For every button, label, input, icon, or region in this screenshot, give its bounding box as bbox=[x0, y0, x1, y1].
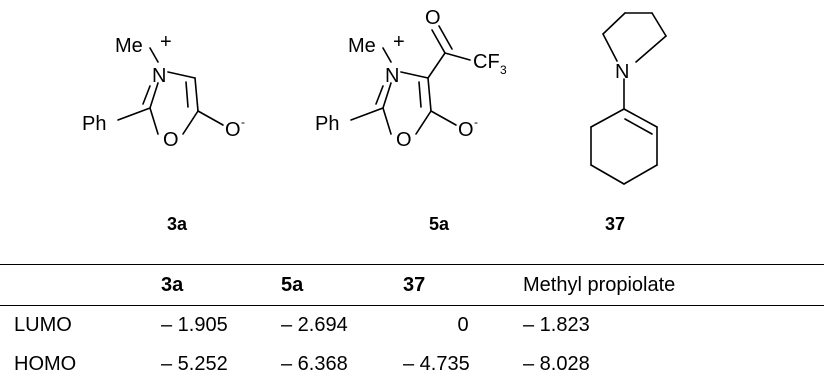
table-row: HOMO – 5.252 – 6.368 – 4.735 – 8.028 bbox=[0, 345, 824, 384]
bond-c1-c2 bbox=[623, 108, 658, 128]
nitrogen-label: N bbox=[385, 65, 399, 87]
nitrogen-label: N bbox=[152, 65, 166, 87]
bond-c4-carbonyl bbox=[427, 52, 446, 79]
bond-c5-oxide bbox=[430, 110, 457, 126]
charge-plus: + bbox=[160, 31, 172, 53]
trifluoromethyl-label: CF bbox=[473, 51, 500, 73]
bond-carbonyl-double-1 bbox=[431, 29, 446, 54]
oxide-charge: - bbox=[474, 115, 478, 129]
compound-label-3a: 3a bbox=[167, 214, 188, 234]
phenyl-label: Ph bbox=[82, 113, 106, 135]
header-cell-methyl-propiolate: Methyl propiolate bbox=[523, 264, 824, 306]
header-cell-empty bbox=[0, 264, 159, 306]
row-label-homo: HOMO bbox=[14, 353, 77, 375]
bond-c2-phenyl bbox=[350, 107, 384, 121]
header-cell-5a: 5a bbox=[281, 264, 403, 306]
bond-c2-o1 bbox=[382, 107, 392, 135]
table-cell: – 2.694 bbox=[281, 314, 348, 336]
bond-o1-c5 bbox=[415, 110, 432, 135]
methyl-label: Me bbox=[115, 35, 143, 57]
bond-n3-c2-double bbox=[142, 85, 151, 105]
table-cell: – 1.823 bbox=[523, 314, 590, 336]
bond-c6-c1 bbox=[590, 108, 625, 128]
phenyl-label: Ph bbox=[315, 113, 339, 135]
oxide-charge: - bbox=[241, 115, 245, 129]
table-row: LUMO – 1.905 – 2.694 0 – 1.823 bbox=[0, 306, 824, 346]
table-cell: – 1.905 bbox=[161, 314, 228, 336]
oxide-label: O bbox=[458, 119, 474, 141]
orbital-energy-table: 3a 5a 37 Methyl propiolate LUMO – 1.905 … bbox=[0, 264, 824, 384]
bond-c1-c2-double bbox=[624, 118, 653, 135]
structure-5a: Me + N Ph O O - O CF 3 5a bbox=[315, 7, 507, 234]
compound-label-5a: 5a bbox=[429, 214, 450, 234]
bond-c4-n3 bbox=[400, 71, 429, 79]
bond-c4-n3 bbox=[167, 71, 196, 79]
bond-c2-phenyl bbox=[117, 107, 151, 121]
bond-c5-c4-double bbox=[418, 81, 422, 108]
compound-label-37: 37 bbox=[605, 214, 625, 234]
header-cell-37: 37 bbox=[403, 264, 523, 306]
table-cell: – 6.368 bbox=[281, 353, 348, 375]
ring-oxygen-label: O bbox=[163, 129, 179, 151]
table-cell: – 4.735 bbox=[403, 353, 470, 375]
methyl-label: Me bbox=[348, 35, 376, 57]
table-header-row: 3a 5a 37 Methyl propiolate bbox=[0, 264, 824, 306]
bond-ca-cb bbox=[602, 12, 626, 35]
bond-c5-c4 bbox=[194, 77, 199, 112]
structure-3a: Me + N Ph O O - 3a bbox=[82, 31, 245, 234]
carbonyl-oxygen-label: O bbox=[425, 7, 441, 29]
bond-o1-c5 bbox=[182, 110, 199, 135]
bond-c3-c4 bbox=[623, 164, 658, 185]
bond-n3-c2 bbox=[149, 82, 159, 109]
table-cell: – 8.028 bbox=[523, 353, 590, 375]
bond-n3-methyl bbox=[382, 47, 392, 63]
bond-c5-c4-double bbox=[185, 81, 189, 108]
ring-oxygen-label: O bbox=[396, 129, 412, 151]
nitrogen-label: N bbox=[615, 61, 629, 83]
row-label-lumo: LUMO bbox=[14, 314, 72, 336]
bond-n3-c2-double bbox=[375, 85, 384, 105]
bond-carbonyl-double-2 bbox=[438, 25, 453, 50]
header-cell-3a: 3a bbox=[159, 264, 281, 306]
bond-cd-n bbox=[635, 35, 667, 63]
bond-carbonyl-cf3 bbox=[444, 52, 471, 61]
table-cell: 0 bbox=[457, 314, 469, 336]
structure-37: N 37 bbox=[590, 12, 667, 234]
bond-c2-o1 bbox=[149, 107, 159, 135]
oxide-label: O bbox=[225, 119, 241, 141]
bond-n-ca bbox=[602, 33, 618, 62]
bond-c5-oxide bbox=[197, 110, 224, 126]
bond-cc-cd bbox=[651, 12, 667, 37]
trifluoromethyl-subscript: 3 bbox=[500, 63, 507, 77]
bond-c5-c4 bbox=[427, 77, 432, 112]
chemical-structures: Me + N Ph O O - 3a Me + N Ph O O - O bbox=[82, 7, 667, 234]
bond-n3-c2 bbox=[382, 82, 392, 109]
bond-n3-methyl bbox=[149, 47, 159, 63]
charge-plus: + bbox=[393, 31, 405, 53]
bond-c4-c5 bbox=[590, 164, 625, 185]
table-cell: – 5.252 bbox=[161, 353, 228, 375]
